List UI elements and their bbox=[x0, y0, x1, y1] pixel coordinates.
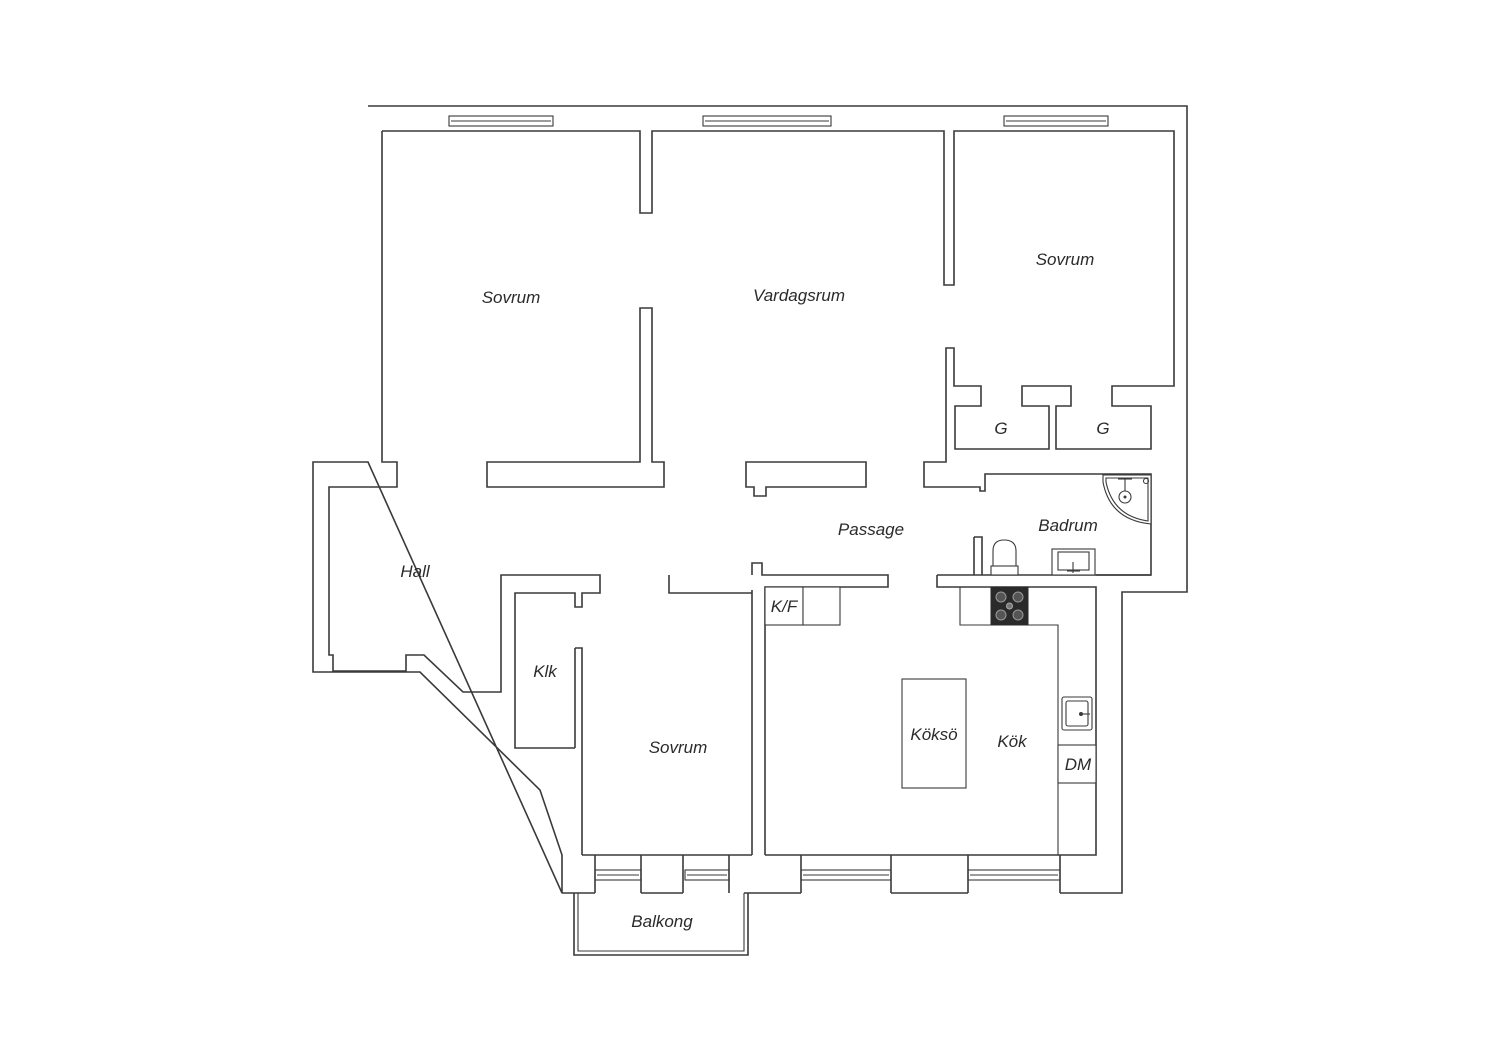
kitchen-fixtures bbox=[764, 586, 1097, 855]
room-label-dm: DM bbox=[1065, 755, 1092, 774]
stove-icon bbox=[990, 586, 1029, 626]
wall-south-bedroom bbox=[575, 562, 889, 855]
windows bbox=[448, 115, 1109, 893]
room-label-sovrum-nw: Sovrum bbox=[482, 288, 541, 307]
kitchen-island bbox=[901, 678, 967, 789]
room-label-passage: Passage bbox=[838, 520, 904, 539]
pantry-cabinet bbox=[802, 586, 841, 626]
room-label-vardagsrum: Vardagsrum bbox=[753, 286, 845, 305]
inner-wall-outline-north bbox=[382, 130, 1175, 576]
room-label-garderob-1: G bbox=[994, 419, 1007, 438]
fridge-freezer bbox=[764, 586, 804, 626]
inner-wall-outline-west bbox=[328, 131, 601, 749]
window-jamb-lines bbox=[594, 855, 1061, 893]
room-label-koksö: Köksö bbox=[910, 725, 957, 744]
room-label-sovrum-s: Sovrum bbox=[649, 738, 708, 757]
room-label-kok: Kök bbox=[997, 732, 1028, 751]
wall-living-passage-stub bbox=[745, 461, 867, 497]
room-label-kf: K/F bbox=[771, 597, 799, 616]
toilet-icon bbox=[990, 539, 1019, 576]
room-labels: Sovrum Vardagsrum Sovrum G G Badrum Pass… bbox=[400, 250, 1109, 931]
outer-walls bbox=[312, 105, 1188, 894]
dishwasher bbox=[1057, 744, 1097, 784]
bathroom-sink-icon bbox=[1051, 548, 1096, 576]
outer-wall-outline bbox=[312, 105, 1188, 894]
room-label-hall: Hall bbox=[400, 562, 431, 581]
room-label-badrum: Badrum bbox=[1038, 516, 1098, 535]
shower-icon bbox=[1102, 474, 1152, 525]
bathroom-fixtures bbox=[990, 474, 1152, 576]
room-label-klk: Klk bbox=[533, 662, 558, 681]
kitchen-counter-top bbox=[959, 587, 1059, 855]
balcony-outline bbox=[573, 893, 749, 956]
room-label-balkong: Balkong bbox=[631, 912, 693, 931]
wall-bath-stub bbox=[973, 536, 983, 575]
room-label-sovrum-ne: Sovrum bbox=[1036, 250, 1095, 269]
wall-bedroom-living-lower bbox=[486, 307, 665, 488]
room-label-garderob-2: G bbox=[1096, 419, 1109, 438]
kitchen-sink-icon bbox=[1061, 696, 1093, 731]
balcony bbox=[573, 893, 749, 956]
wall-kitchen-bath bbox=[582, 574, 1151, 856]
interior-walls bbox=[486, 307, 1151, 856]
